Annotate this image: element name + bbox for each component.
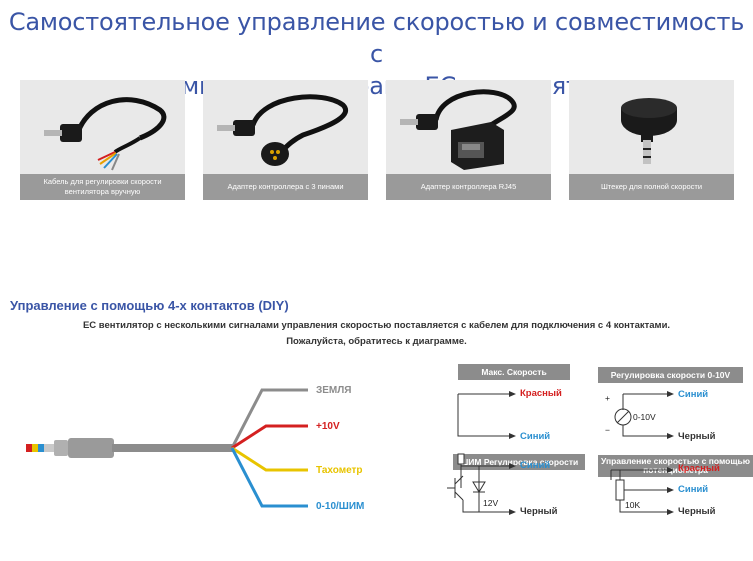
wire-label-pwm: 0-10/ШИМ xyxy=(316,501,365,512)
full-speed-plug-illustration xyxy=(621,98,677,164)
speed-cable-illustration xyxy=(44,97,167,171)
v010-minus: − xyxy=(605,425,610,435)
pot-red-label: Красный xyxy=(678,463,720,474)
v010-blue-label: Синий xyxy=(678,389,709,400)
product-speed-cable: Кабель для регулировки скорости вентилят… xyxy=(20,80,185,200)
rj45-adapter-illustration xyxy=(400,89,517,170)
wire-label-ground: ЗЕМЛЯ xyxy=(316,385,352,396)
pwm-black-label: Черный xyxy=(520,506,558,517)
max-speed-blue-label: Синий xyxy=(520,431,551,442)
schematics xyxy=(447,391,674,515)
product-3pin-adapter: Адаптер контроллера с 3 пинами xyxy=(203,80,368,200)
pot-blue-label: Синий xyxy=(678,484,709,495)
product-caption: Кабель для регулировки скорости вентилят… xyxy=(20,174,185,200)
wire-label-10v: +10V xyxy=(316,421,340,432)
product-rj45-adapter: Адаптер контроллера RJ45 xyxy=(386,80,551,200)
wire-label-tacho: Тахометр xyxy=(316,465,363,476)
page-title: Самостоятельное управление скоростью и с… xyxy=(0,6,753,102)
jack-tip-red xyxy=(26,444,32,452)
product-caption: Адаптер контроллера RJ45 xyxy=(386,174,551,200)
product-caption: Штекер для полной скорости xyxy=(569,174,734,200)
description-line-2: Пожалуйста, обратитесь к диаграмме. xyxy=(286,336,467,347)
v010-source-label: 0-10V xyxy=(633,412,656,422)
wire-ground xyxy=(230,388,308,449)
diagram-title-0-10v: Регулировка скорости 0-10V xyxy=(598,367,743,383)
diagram-title-potentiometer: Управление скоростью с помощью потенциом… xyxy=(598,455,753,477)
main-cable xyxy=(112,444,234,452)
pot-black-label: Черный xyxy=(678,506,716,517)
diagram-title-max-speed: Макс. Скорость xyxy=(458,364,570,380)
wire-tacho xyxy=(231,446,308,472)
wire-pwm xyxy=(230,447,308,508)
jack-body xyxy=(54,440,68,456)
wire-10v xyxy=(231,424,308,450)
jack-ring-blue xyxy=(38,444,44,452)
pot-resistor-label: 10K xyxy=(625,500,641,510)
pwm-blue-label: Синий xyxy=(520,460,551,471)
product-caption: Адаптер контроллера с 3 пинами xyxy=(203,174,368,200)
max-speed-red-label: Красный xyxy=(520,388,562,399)
section-heading: Управление с помощью 4-х контактов (DIY) xyxy=(10,298,289,313)
description-line-1: EC вентилятор с несколькими сигналами уп… xyxy=(82,320,671,331)
product-full-speed-plug: Штекер для полной скорости xyxy=(569,80,734,200)
jack-ring-yellow xyxy=(32,444,38,452)
3pin-adapter-illustration xyxy=(217,94,348,166)
pwm-voltage-label: 12V xyxy=(483,498,499,508)
jack-housing xyxy=(68,438,114,458)
title-line-2: другими контроллерами EC вентиляторов. xyxy=(107,72,646,100)
v010-black-label: Черный xyxy=(678,431,716,442)
wiring-diagram xyxy=(26,388,308,508)
jack-sleeve xyxy=(44,444,54,452)
v010-plus: + xyxy=(605,393,610,403)
title-line-1: Самостоятельное управление скоростью и с… xyxy=(8,8,745,68)
